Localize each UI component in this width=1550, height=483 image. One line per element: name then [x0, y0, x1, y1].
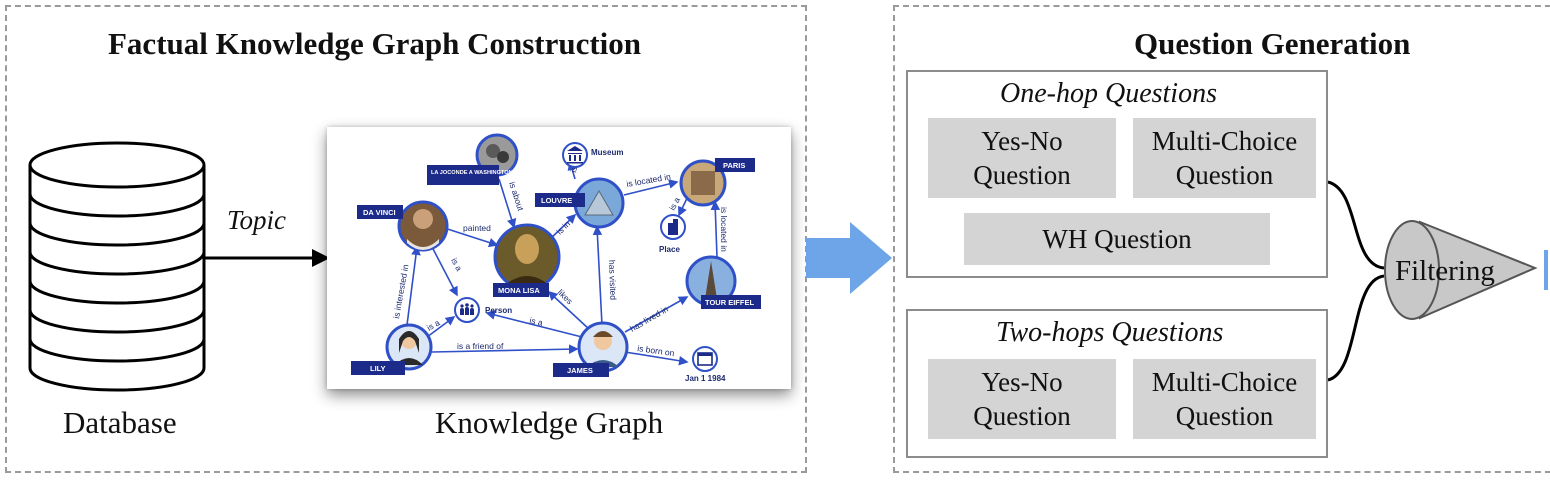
twohop-yes-no-line2: Question [973, 401, 1071, 431]
type-node-museum: Museum [562, 142, 623, 168]
one-hop-title: One-hop Questions [1000, 78, 1217, 109]
type-label-place: Place [659, 245, 680, 254]
edge-label-louvre-located: is located in [626, 171, 672, 189]
edge-james-likes [547, 290, 591, 331]
edge-label-painted: painted [463, 223, 491, 233]
type-node-date: Jan 1 1984 [685, 346, 726, 383]
node-label-louvre: LOUVRE [541, 196, 572, 205]
node-label-paris: PARIS [723, 161, 745, 170]
twohop-yes-no-line1: Yes-No [981, 367, 1063, 397]
onehop-mc-line2: Question [1175, 160, 1274, 190]
onehop-yes-no-line2: Question [973, 160, 1071, 190]
question-generation-title: Question Generation [1134, 26, 1411, 61]
node-james: JAMES [553, 321, 629, 377]
edge-label-likes: likes [556, 287, 575, 306]
edge-label-livedin: has lived in [628, 304, 670, 334]
node-lily: LILY [351, 323, 433, 375]
node-label-monalisa: MONA LISA [498, 286, 540, 295]
edge-davinci-isa [430, 244, 458, 297]
edge-label-friend: is a friend of [457, 341, 504, 351]
edge-label-lily-isa: is a [425, 317, 442, 332]
edge-james-visited [592, 225, 603, 326]
knowledge-graph-label: Knowledge Graph [435, 405, 664, 440]
node-louvre: LOUVRE [535, 177, 625, 229]
type-node-place: Place [659, 214, 686, 254]
filter-funnel-icon [1384, 220, 1538, 320]
edge-eiffel-locatedin [710, 200, 721, 258]
edge-lily-interested [406, 245, 421, 326]
edge-lily-friend [431, 344, 579, 354]
edge-james-isa [485, 310, 583, 338]
database-label: Database [63, 405, 177, 440]
database-icon [28, 141, 206, 392]
onehop-to-filter-connector [1327, 180, 1385, 270]
edge-james-livedin [624, 296, 689, 333]
type-label-museum: Museum [591, 148, 623, 157]
edge-louvre-locatedin [623, 179, 679, 196]
node-paris: PARIS [679, 158, 755, 207]
onehop-wh-question: WH Question [964, 213, 1270, 265]
onehop-mc-line1: Multi-Choice [1151, 126, 1298, 156]
node-monalisa: MONA LISA [493, 223, 561, 297]
edge-label-davinci-isa: is a [449, 256, 464, 273]
filtering-label: Filtering [1395, 255, 1495, 287]
knowledge-graph-image: painted is a is interested in is about i… [327, 127, 791, 389]
edge-label-bornon: is born on [637, 343, 676, 358]
edge-label-about: is about [507, 181, 526, 213]
two-hops-title: Two-hops Questions [996, 317, 1224, 348]
node-label-joconde: LA JOCONDE A WASHINGTON [431, 170, 513, 176]
edge-james-bornon [624, 351, 689, 366]
topic-arrowhead [312, 249, 330, 267]
twohop-to-filter-connector [1327, 274, 1385, 382]
type-node-person: Person [454, 297, 512, 323]
edge-label-visited: has visited [607, 260, 618, 301]
type-label-person: Person [485, 306, 512, 315]
node-label-davinci: DA VINCI [363, 208, 396, 217]
onehop-yes-no-line1: Yes-No [981, 126, 1063, 156]
edge-label-eiffel-located: is located in [719, 207, 729, 252]
twohop-mc-line2: Question [1175, 401, 1274, 431]
edge-joconde-about [498, 178, 517, 229]
node-toureiffel: TOUR EIFFEL [685, 255, 761, 309]
node-label-james: JAMES [567, 366, 593, 375]
edge-label-interested: is interested in [391, 263, 410, 319]
node-joconde: LA JOCONDE A WASHINGTON [427, 133, 519, 185]
node-label-lily: LILY [370, 364, 386, 373]
node-label-toureiffel: TOUR EIFFEL [705, 298, 754, 307]
edge-label-paris-isa: is a [667, 195, 682, 212]
knowledge-graph-svg: painted is a is interested in is about i… [351, 133, 761, 383]
type-label-date: Jan 1 1984 [685, 374, 726, 383]
kg-construction-title: Factual Knowledge Graph Construction [108, 26, 642, 61]
topic-label: Topic [227, 205, 287, 235]
edge-lily-isa [426, 316, 456, 338]
twohop-mc-line1: Multi-Choice [1151, 367, 1298, 397]
question-generation-panel [893, 5, 1550, 473]
edge-label-james-isa: is a [529, 315, 544, 328]
big-arrow-icon [806, 222, 892, 294]
node-davinci: DA VINCI [357, 200, 449, 252]
